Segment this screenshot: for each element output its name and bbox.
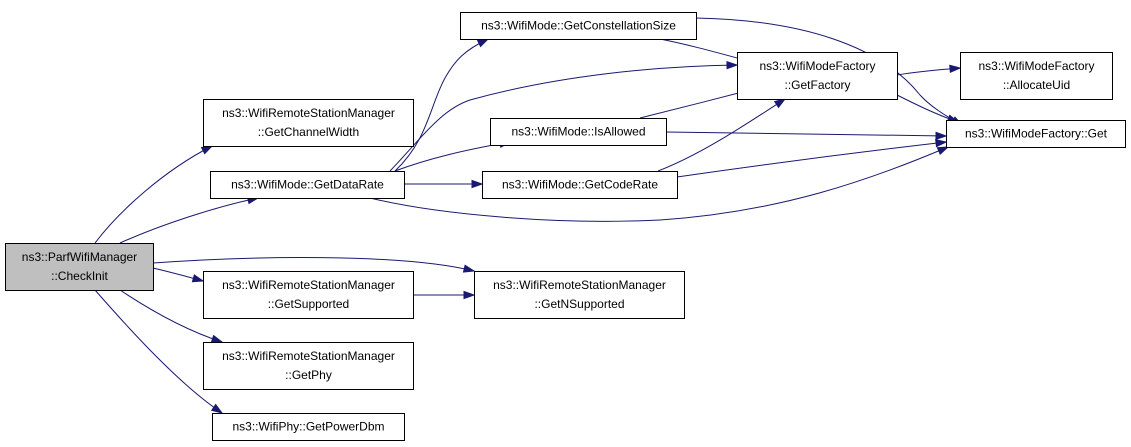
edge-getdatarate-to-getcoderate xyxy=(404,179,484,189)
node-label: ns3::WifiModeFactory xyxy=(978,59,1094,73)
arrowhead xyxy=(210,403,224,414)
edge-line xyxy=(119,289,223,343)
node-getfactory[interactable]: ns3::WifiModeFactory::GetFactory xyxy=(737,52,898,100)
node-box xyxy=(203,271,414,319)
node-box xyxy=(482,171,678,199)
node-label: ns3::WifiRemoteStationManager xyxy=(222,349,395,363)
edge-line xyxy=(119,197,259,244)
edge-isallowed-to-getfactory xyxy=(639,88,752,119)
edge-getfactory-to-factoryget xyxy=(896,94,960,123)
node-box xyxy=(946,120,1126,148)
node-box xyxy=(737,52,898,100)
edge-checkinit-to-getnsupported xyxy=(152,257,476,273)
node-label: ns3::WifiModeFactory xyxy=(759,59,875,73)
edge-line xyxy=(94,145,213,244)
node-box xyxy=(212,413,405,441)
node-box xyxy=(490,118,667,146)
node-getcoderate[interactable]: ns3::WifiMode::GetCodeRate xyxy=(482,171,678,199)
node-label: ns3::WifiPhy::GetPowerDbm xyxy=(232,420,384,434)
edge-line xyxy=(657,98,786,172)
node-label: ns3::WifiRemoteStationManager xyxy=(222,106,395,120)
edge-line xyxy=(665,131,947,137)
arrowhead xyxy=(471,179,484,189)
node-checkinit[interactable]: ns3::ParfWifiManager::CheckInit xyxy=(5,243,154,291)
node-box xyxy=(960,52,1113,100)
arrowhead xyxy=(462,264,476,273)
node-getnsupported[interactable]: ns3::WifiRemoteStationManager::GetNSuppo… xyxy=(474,271,685,319)
arrowhead xyxy=(200,145,214,155)
node-box xyxy=(5,243,154,291)
node-getconstellationsize[interactable]: ns3::WifiMode::GetConstellationSize xyxy=(460,12,697,40)
node-label: ns3::WifiMode::GetCodeRate xyxy=(502,178,658,192)
edge-line xyxy=(94,289,223,414)
node-label: ::CheckInit xyxy=(51,269,108,283)
node-layer: ns3::ParfWifiManager::CheckInitns3::Wifi… xyxy=(5,12,1126,441)
edge-line xyxy=(394,38,489,172)
edge-layer xyxy=(94,17,964,414)
node-getphy[interactable]: ns3::WifiRemoteStationManager::GetPhy xyxy=(203,342,414,390)
edge-line xyxy=(389,64,738,172)
node-label: ns3::WifiModeFactory::Get xyxy=(965,127,1108,141)
edge-line xyxy=(369,146,949,222)
node-isallowed[interactable]: ns3::WifiMode::IsAllowed xyxy=(490,118,667,146)
arrowhead xyxy=(191,274,205,283)
node-box xyxy=(203,342,414,390)
arrowhead xyxy=(949,64,962,74)
node-getchannelwidth[interactable]: ns3::WifiRemoteStationManager::GetChanne… xyxy=(203,99,414,147)
edge-getcoderate-to-getfactory xyxy=(657,98,787,172)
edge-line xyxy=(676,141,947,178)
node-label: ::GetPhy xyxy=(285,368,332,382)
edge-line xyxy=(152,257,475,272)
arrowhead xyxy=(773,98,787,109)
edge-isallowed-to-factoryget xyxy=(665,131,948,141)
node-label: ::GetSupported xyxy=(268,297,349,311)
edge-checkinit-to-getsupported xyxy=(152,267,205,283)
node-label: ::GetNSupported xyxy=(534,297,624,311)
arrowhead xyxy=(210,334,224,343)
edge-checkinit-to-getdatarate xyxy=(119,196,260,244)
arrowhead xyxy=(463,290,476,300)
node-label: ns3::WifiMode::GetConstellationSize xyxy=(481,19,676,33)
edge-getsupported-to-getnsupported xyxy=(413,290,476,300)
edge-getcoderate-to-factoryget xyxy=(676,139,948,178)
node-allocateuid[interactable]: ns3::WifiModeFactory::AllocateUid xyxy=(960,52,1113,100)
arrowhead xyxy=(936,146,950,155)
edge-getdatarate-to-getfactory xyxy=(389,60,739,172)
node-box xyxy=(210,171,405,199)
node-label: ns3::WifiMode::GetDataRate xyxy=(231,178,384,192)
node-box xyxy=(203,99,414,147)
node-label: ns3::WifiRemoteStationManager xyxy=(493,278,666,292)
arrowhead xyxy=(935,131,948,141)
node-getsupported[interactable]: ns3::WifiRemoteStationManager::GetSuppor… xyxy=(203,271,414,319)
node-label: ns3::WifiMode::IsAllowed xyxy=(511,125,645,139)
edge-getfactory-to-allocateuid xyxy=(896,64,962,76)
edge-checkinit-to-getpowerdbm xyxy=(94,289,224,414)
edge-line xyxy=(639,89,751,119)
node-getdatarate[interactable]: ns3::WifiMode::GetDataRate xyxy=(210,171,405,199)
edge-checkinit-to-getchannelwidth xyxy=(94,145,214,244)
node-label: ns3::ParfWifiManager xyxy=(22,250,137,264)
node-box xyxy=(474,271,685,319)
node-label: ns3::WifiRemoteStationManager xyxy=(222,278,395,292)
edge-checkinit-to-getphy xyxy=(119,289,224,343)
node-box xyxy=(460,12,697,40)
node-factoryget[interactable]: ns3::WifiModeFactory::Get xyxy=(946,120,1126,148)
node-getpowerdbm[interactable]: ns3::WifiPhy::GetPowerDbm xyxy=(212,413,405,441)
arrowhead xyxy=(935,139,948,148)
edge-getdatarate-to-factoryget xyxy=(369,146,950,222)
node-label: ::GetChannelWidth xyxy=(258,125,359,139)
node-label: ::GetFactory xyxy=(784,78,850,92)
arrowhead xyxy=(476,38,490,48)
arrowhead xyxy=(726,60,739,70)
node-label: ::AllocateUid xyxy=(1003,78,1070,92)
